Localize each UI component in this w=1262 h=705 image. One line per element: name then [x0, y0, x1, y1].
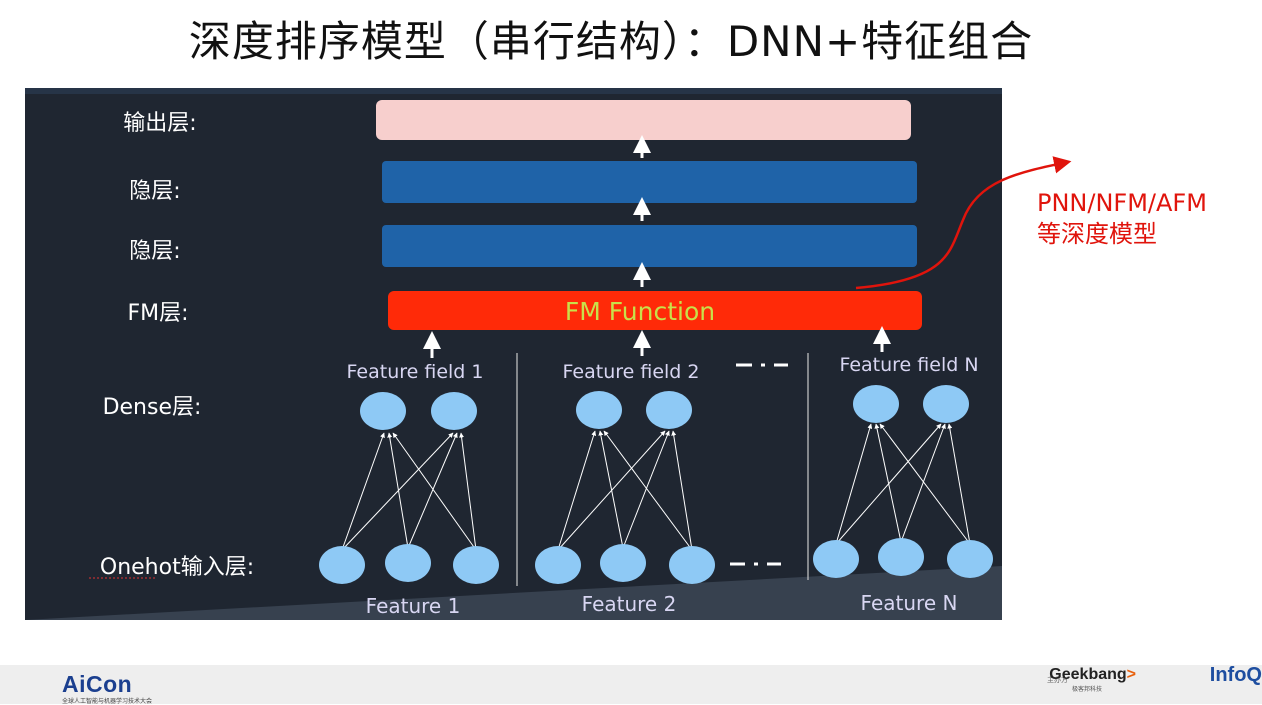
connections-group-n: [835, 423, 971, 545]
onehot-node: [600, 544, 646, 582]
hidden-layer-box-2: [382, 225, 917, 267]
aicon-logo: AiCon 全球人工智能与机器学习技术大会: [62, 671, 152, 705]
red-curve-arrow-icon: [855, 156, 1072, 290]
output-layer-box: [376, 100, 911, 140]
dense-node: [576, 391, 622, 429]
onehot-node: [813, 540, 859, 578]
connections-group-2: [557, 430, 693, 551]
hidden-layer-label-1: 隐层:: [129, 179, 180, 204]
fm-layer-box: [388, 291, 922, 330]
dense-node: [431, 392, 477, 430]
output-layer-label: 输出层:: [123, 111, 196, 136]
connections-group-1: [341, 432, 477, 551]
feature-field-label: Feature field N: [839, 354, 978, 376]
dense-node: [360, 392, 406, 430]
dense-node: [646, 391, 692, 429]
onehot-node: [453, 546, 499, 584]
fm-function-label: FM Function: [565, 297, 715, 326]
side-note-line-1: PNN/NFM/AFM: [1037, 189, 1207, 217]
diagram-panel: FM Function 输出层: 隐层: 隐层: FM层: Dense层: On…: [25, 88, 1002, 620]
side-note: PNN/NFM/AFM 等深度模型: [1037, 188, 1207, 250]
geekbang-mark-icon: >: [1126, 666, 1136, 683]
onehot-node: [535, 546, 581, 584]
feature-field-label: Feature field 1: [347, 361, 484, 383]
feature-label: Feature 2: [582, 592, 677, 616]
aicon-subtitle: 全球人工智能与机器学习技术大会: [62, 698, 153, 705]
network-diagram: FM Function 输出层: 隐层: 隐层: FM层: Dense层: On…: [25, 88, 1002, 620]
feature-label: Feature N: [861, 591, 958, 615]
onehot-node: [669, 546, 715, 584]
onehot-node: [878, 538, 924, 576]
dense-node: [853, 385, 899, 423]
geekbang-logo-text: Geekbang: [1049, 666, 1127, 683]
onehot-node: [319, 546, 365, 584]
fm-layer-label: FM层:: [127, 301, 188, 326]
sponsor-label: 主办方: [1047, 676, 1068, 684]
top-band: [25, 88, 1002, 94]
hidden-layer-box-1: [382, 161, 917, 203]
onehot-layer-label: Onehot输入层:: [100, 555, 254, 580]
geekbang-logo: Geekbang>: [1049, 666, 1136, 684]
onehot-node: [947, 540, 993, 578]
aicon-logo-text: AiCon: [62, 671, 133, 697]
floor-band: [25, 566, 1002, 620]
slide-title: 深度排序模型（串行结构）：DNN+特征组合: [188, 17, 1034, 66]
feature-label: Feature 1: [366, 594, 461, 618]
onehot-node: [385, 544, 431, 582]
dense-node: [923, 385, 969, 423]
hidden-layer-label-2: 隐层:: [129, 239, 180, 264]
geekbang-subtitle: 极客邦科技: [1071, 686, 1102, 693]
dense-layer-label: Dense层:: [103, 395, 202, 420]
footer: AiCon 全球人工智能与机器学习技术大会 主办方 Geekbang> 极客邦科…: [0, 664, 1262, 705]
feature-field-label: Feature field 2: [563, 361, 700, 383]
infoq-logo: InfoQ: [1209, 664, 1262, 686]
side-note-line-2: 等深度模型: [1037, 220, 1157, 248]
